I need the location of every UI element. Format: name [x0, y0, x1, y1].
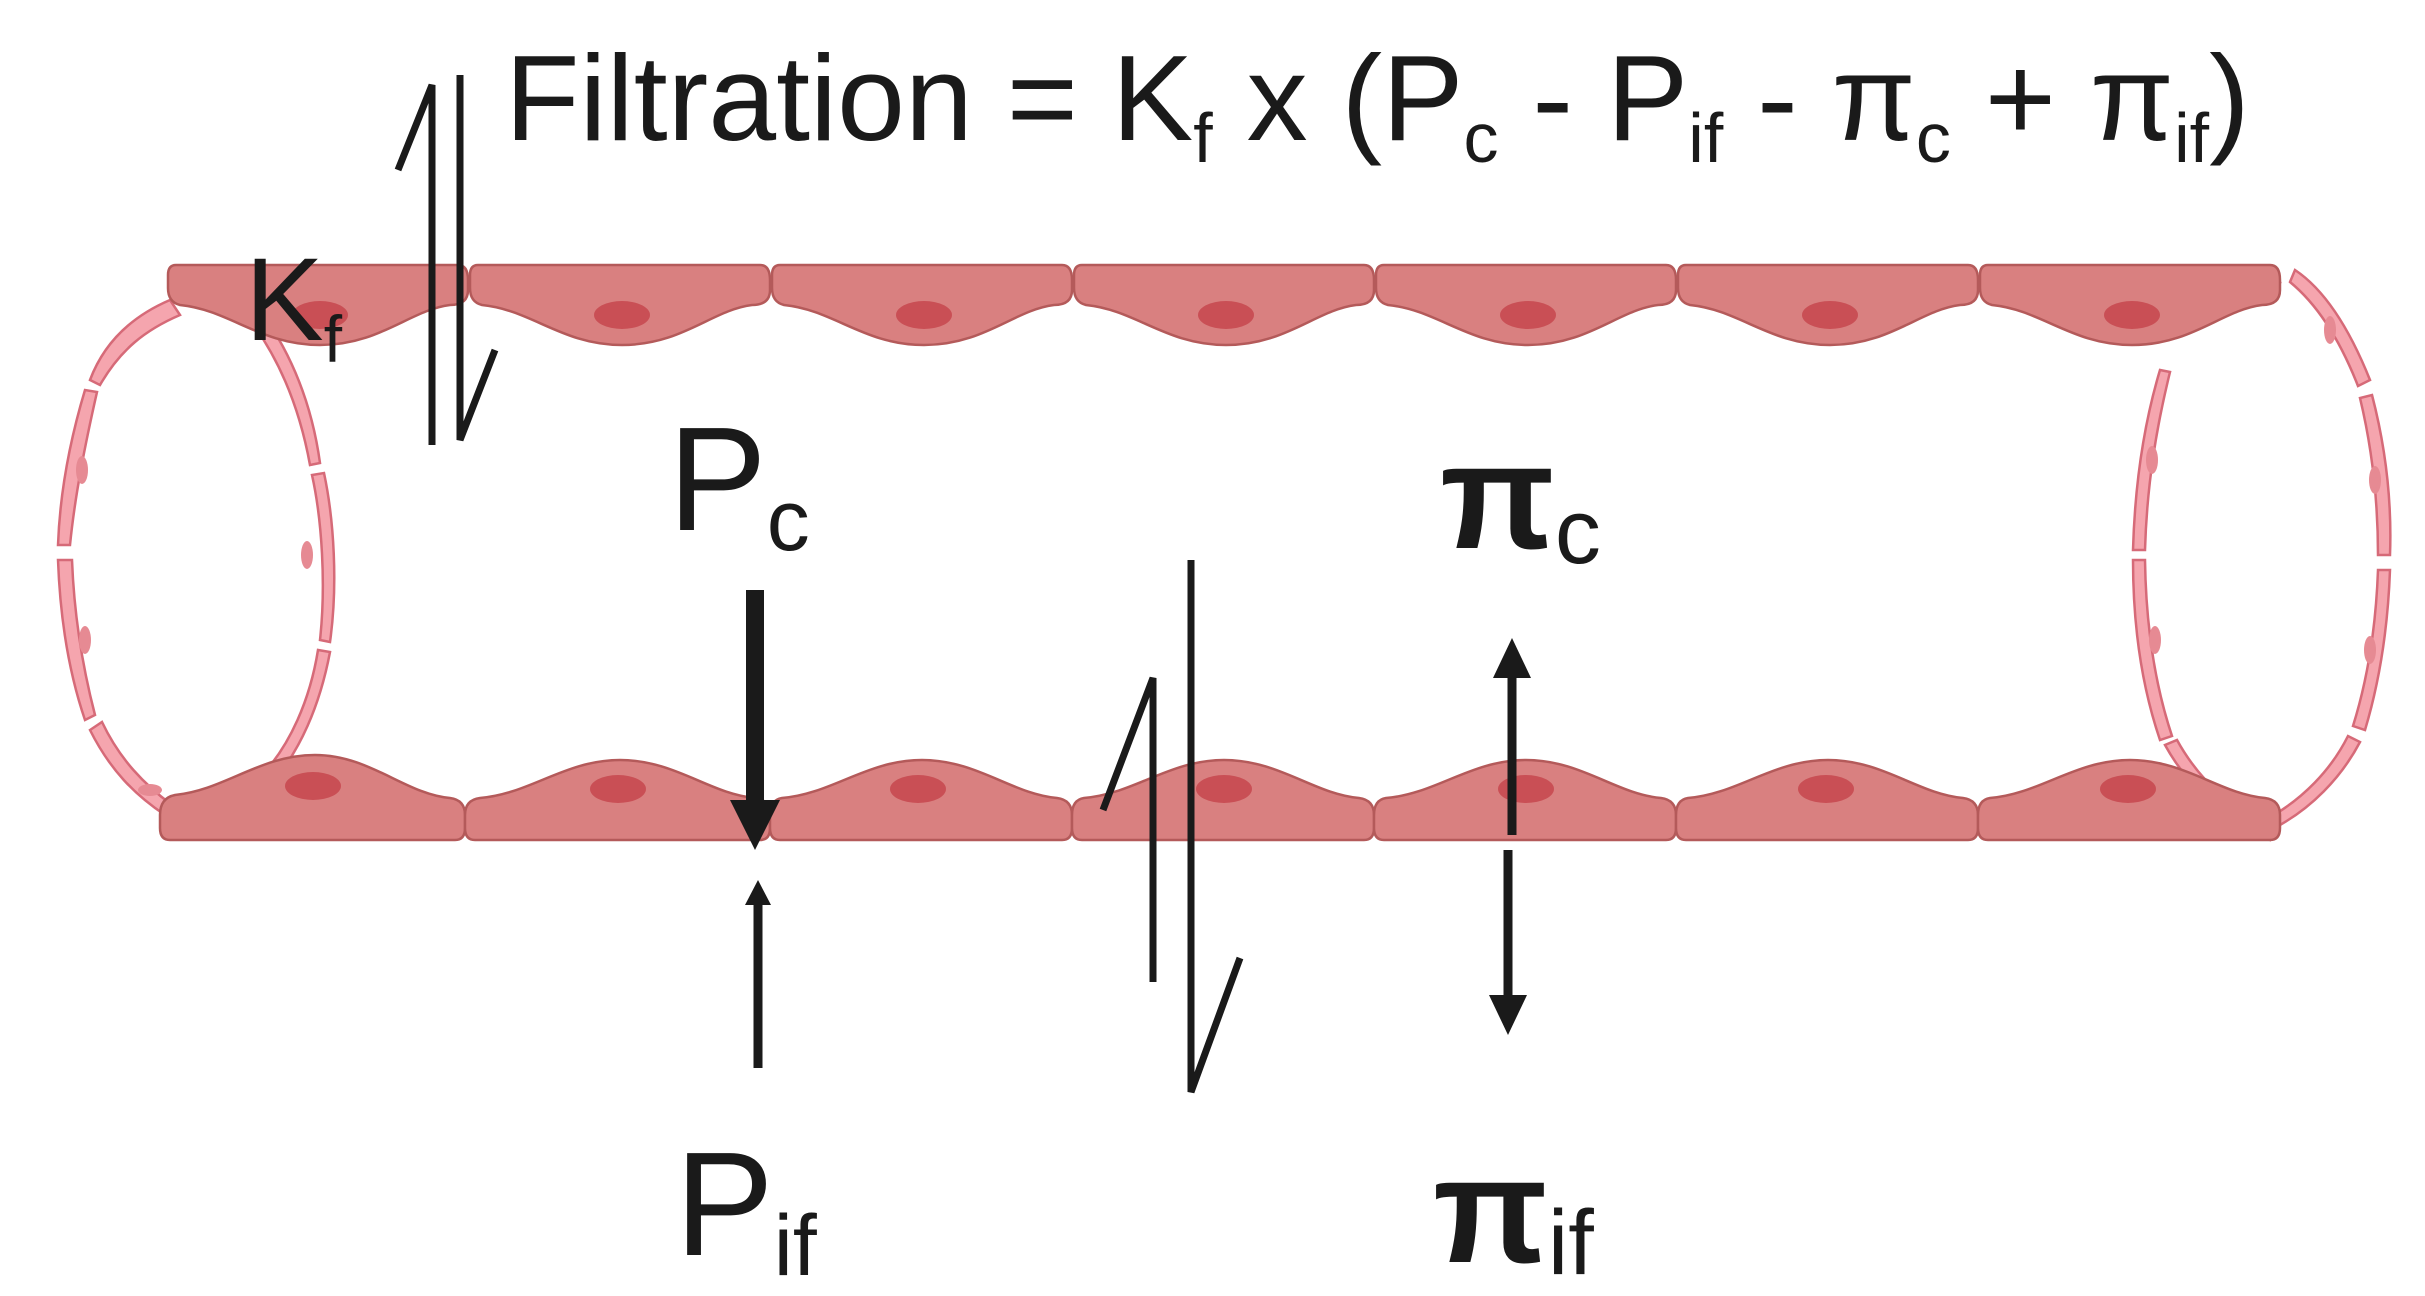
- equation-times: x (P: [1213, 30, 1464, 166]
- kf-main: K: [245, 234, 324, 366]
- endothelial-cell: [468, 263, 772, 347]
- pif-subscript: if: [774, 1198, 818, 1294]
- equation-plus-piif: + π: [1951, 30, 2174, 166]
- top-capillary-wall: [166, 263, 2282, 347]
- pc-label: Pc: [668, 397, 810, 569]
- endothelial-cell: [768, 758, 1074, 842]
- equilibrium-harpoon-center: [1099, 560, 1244, 1094]
- equation-pif-subscript: if: [1688, 99, 1724, 177]
- left-capillary-opening: [56, 298, 336, 817]
- pi-if-main: π: [1433, 1126, 1548, 1294]
- kf-label: Kf: [245, 234, 343, 376]
- endothelial-cell: [1374, 263, 1678, 347]
- pi-c-label: πc: [1440, 412, 1601, 583]
- equation-kf-subscript: f: [1193, 99, 1213, 177]
- bottom-capillary-wall: [158, 753, 2282, 842]
- equation-minus-pic: - π: [1723, 30, 1916, 166]
- pc-arrow-down: [730, 590, 780, 850]
- endothelial-cell: [1674, 758, 1980, 842]
- right-capillary-opening: [2131, 268, 2392, 842]
- pi-c-subscript: c: [1555, 481, 1601, 583]
- equation-pic-subscript: c: [1916, 99, 1951, 177]
- endothelial-cell: [770, 263, 1074, 347]
- endothelial-cell: [1072, 263, 1376, 347]
- filtration-equation: Filtration = Kf x (Pc - Pif - πc + πif): [505, 30, 2250, 177]
- pif-arrow-up: [745, 880, 771, 1068]
- oncotic-double-arrow: [1489, 638, 1531, 1035]
- equation-prefix: Filtration = K: [505, 30, 1193, 166]
- kf-subscript: f: [324, 302, 343, 376]
- endothelial-cell: [463, 758, 772, 842]
- pif-label: Pif: [675, 1122, 818, 1294]
- pi-if-subscript: if: [1548, 1192, 1594, 1294]
- pif-main: P: [675, 1122, 774, 1287]
- equation-minus-pif: - P: [1498, 30, 1688, 166]
- pc-main: P: [668, 397, 767, 562]
- endothelial-cell: [158, 753, 467, 842]
- pi-if-label: πif: [1433, 1126, 1594, 1294]
- endothelial-cell: [1676, 263, 1980, 347]
- endothelial-cell: [166, 263, 470, 347]
- endothelial-cell: [1976, 758, 2282, 842]
- equation-piif-subscript: if: [2174, 99, 2210, 177]
- equilibrium-harpoon-kf: [394, 75, 499, 445]
- pc-subscript: c: [767, 473, 810, 569]
- endothelial-cell: [1978, 263, 2282, 347]
- equation-close-paren: ): [2209, 30, 2250, 166]
- pi-c-main: π: [1440, 412, 1555, 580]
- equation-pc-subscript: c: [1463, 99, 1498, 177]
- endothelial-cell: [1372, 758, 1678, 842]
